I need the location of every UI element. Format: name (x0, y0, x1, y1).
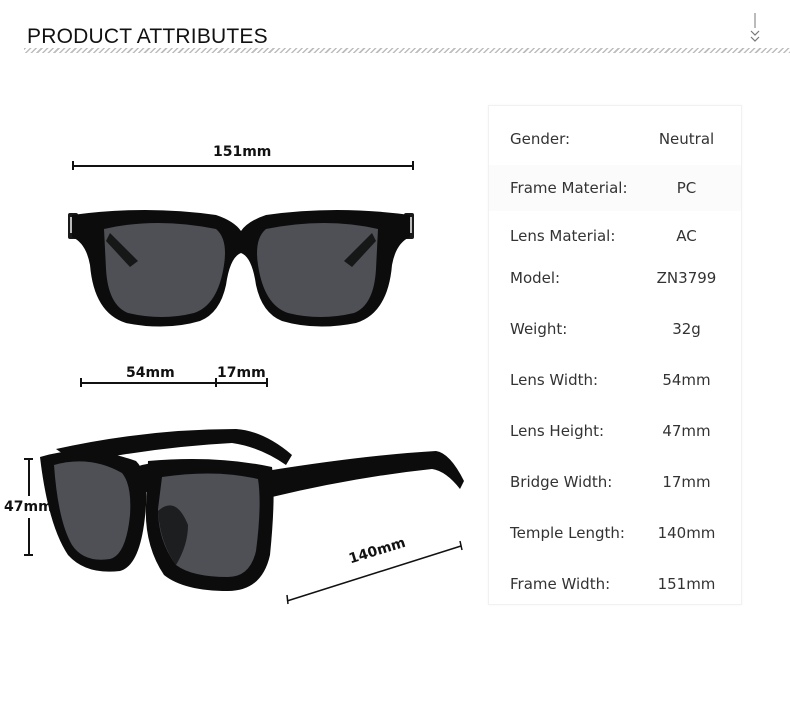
spec-label: Lens Material: (510, 227, 616, 245)
frame-width-tick-left (72, 161, 74, 170)
spec-value: Neutral (658, 130, 715, 148)
spec-label: Frame Material: (510, 179, 628, 197)
spec-row-bridge-width: Bridge Width: 17mm (489, 467, 741, 497)
lens-height-line-bottom (28, 518, 30, 555)
spec-value: 54mm (662, 371, 711, 389)
lens-height-line-top (28, 458, 30, 496)
spec-label: Model: (510, 269, 561, 287)
lens-width-tick-left (80, 378, 82, 387)
spec-label: Gender: (510, 130, 571, 148)
product-attributes-table: Gender: Neutral Frame Material: PC Lens … (488, 105, 742, 605)
sunglasses-front-image (68, 210, 414, 327)
spec-value: 32g (672, 320, 701, 338)
spec-value: 47mm (662, 422, 711, 440)
lens-height-tick-bottom (24, 554, 33, 556)
spec-value: 17mm (662, 473, 711, 491)
spec-label: Temple Length: (510, 524, 625, 542)
sunglasses-angle-image (40, 429, 464, 591)
spec-row-lens-material: Lens Material: AC (489, 221, 741, 251)
section-title: PRODUCT ATTRIBUTES (27, 25, 268, 48)
spec-label: Lens Width: (510, 371, 599, 389)
lens-bridge-tick-mid (215, 378, 217, 387)
lens-height-tick-top (24, 458, 33, 460)
header-divider (24, 48, 790, 53)
frame-width-label: 151mm (213, 144, 272, 160)
lens-width-label: 54mm (126, 365, 175, 381)
spec-row-model: Model: ZN3799 (489, 263, 741, 293)
spec-row-weight: Weight: 32g (489, 314, 741, 344)
lens-height-label: 47mm (4, 499, 53, 515)
frame-width-line (72, 165, 413, 167)
spec-row-gender: Gender: Neutral (489, 124, 741, 154)
frame-width-tick-right (412, 161, 414, 170)
spec-value: 140mm (657, 524, 716, 542)
spec-row-frame-material: Frame Material: PC (489, 165, 741, 211)
spec-label: Lens Height: (510, 422, 605, 440)
temple-length-line (286, 540, 463, 605)
bridge-width-tick-right (266, 378, 268, 387)
spec-value: 151mm (657, 575, 716, 593)
spec-label: Bridge Width: (510, 473, 613, 491)
spec-label: Frame Width: (510, 575, 611, 593)
spec-value: PC (676, 179, 697, 197)
spec-row-frame-width: Frame Width: 151mm (489, 569, 741, 599)
spec-value: ZN3799 (656, 269, 717, 287)
spec-row-temple-length: Temple Length: 140mm (489, 518, 741, 548)
double-chevron-down-icon (750, 13, 760, 42)
bridge-width-label: 17mm (217, 365, 266, 381)
spec-row-lens-width: Lens Width: 54mm (489, 365, 741, 395)
lens-bridge-line (80, 382, 267, 384)
spec-row-lens-height: Lens Height: 47mm (489, 416, 741, 446)
spec-label: Weight: (510, 320, 568, 338)
spec-value: AC (676, 227, 697, 245)
